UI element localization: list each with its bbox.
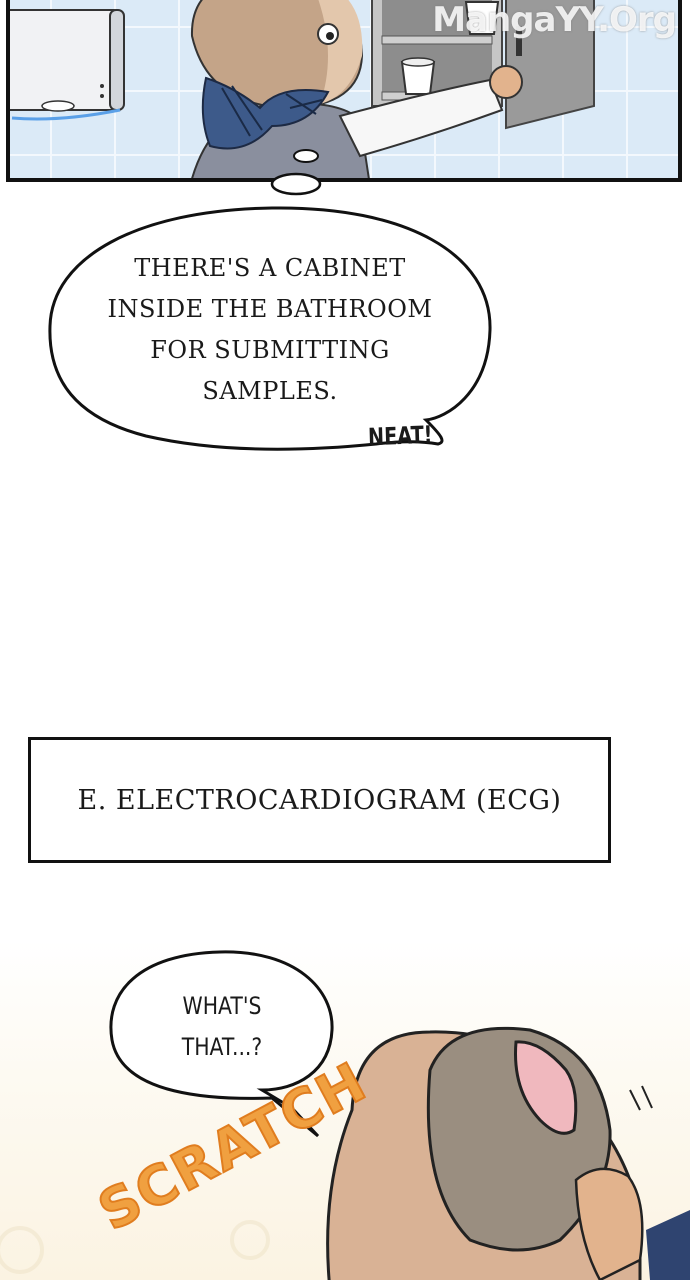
speech-bubble-shape [109, 950, 334, 1138]
speech-bubble-text: WHAT'S THAT...? [146, 986, 299, 1068]
thought-line: SAMPLES. [202, 377, 338, 405]
thought-line: THERE'S A CABINET [134, 254, 406, 282]
sfx-neat: NEAT! [367, 420, 433, 452]
thought-line: INSIDE THE BATHROOM [107, 295, 433, 323]
dispenser [10, 9, 125, 121]
bottom-illustration [0, 950, 690, 1280]
speech-line: WHAT'S [182, 992, 262, 1020]
thought-puff [270, 172, 322, 196]
thought-bubble-shape [48, 206, 492, 451]
thought-bubble-text: THERE'S A CABINET INSIDE THE BATHROOM FO… [70, 248, 470, 412]
character-head-back [326, 1026, 690, 1280]
top-panel: MangaYY.Org [6, 0, 682, 182]
speech-line: THAT...? [181, 1033, 263, 1061]
sample-cabinet [371, 0, 595, 130]
caption-box: E. ELECTROCARDIOGRAM (ECG) [28, 737, 611, 863]
panel-illustration [10, 0, 595, 178]
caption-text: E. ELECTROCARDIOGRAM (ECG) [77, 784, 562, 816]
watermark: MangaYY.Org [432, 0, 677, 40]
background-doodles [0, 1220, 270, 1274]
character-cat [190, 0, 523, 178]
thought-line: FOR SUBMITTING [150, 336, 390, 364]
